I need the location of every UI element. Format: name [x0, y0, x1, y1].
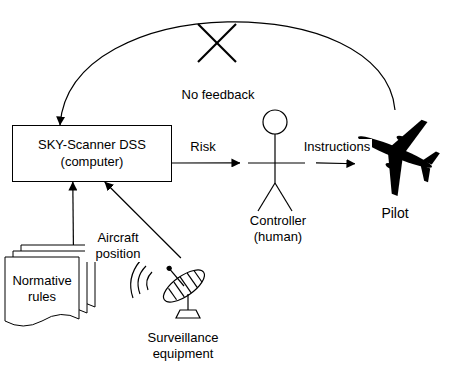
node-label: Controller (human)	[243, 213, 313, 246]
edge-label: Instructions	[302, 139, 372, 155]
node-label: SKY-Scanner DSS (computer)	[31, 137, 153, 170]
stick-figure	[248, 110, 305, 211]
flow-arrow	[60, 22, 395, 125]
pilot-node: Pilot	[355, 110, 435, 222]
node-label: Surveillance equipment	[133, 330, 233, 363]
edge-label: No feedback	[180, 87, 257, 103]
surveillance-node: Surveillance equipment	[130, 258, 236, 362]
dss-box: SKY-Scanner DSS (computer)	[12, 125, 172, 182]
node-label: Normative rules	[5, 273, 79, 306]
cross-mark	[198, 24, 236, 62]
edge-label: Risk	[188, 139, 217, 155]
flow-arrow	[72, 182, 74, 245]
document-node: Normative rules	[5, 245, 95, 331]
flow-arrow	[172, 162, 240, 163]
node-label: Pilot	[381, 205, 408, 223]
controller-node: Controller (human)	[240, 105, 316, 245]
flow-arrow	[316, 162, 355, 164]
document-stack	[5, 245, 95, 326]
node-figure	[5, 245, 95, 331]
edge-label: Aircraft position	[85, 230, 151, 263]
